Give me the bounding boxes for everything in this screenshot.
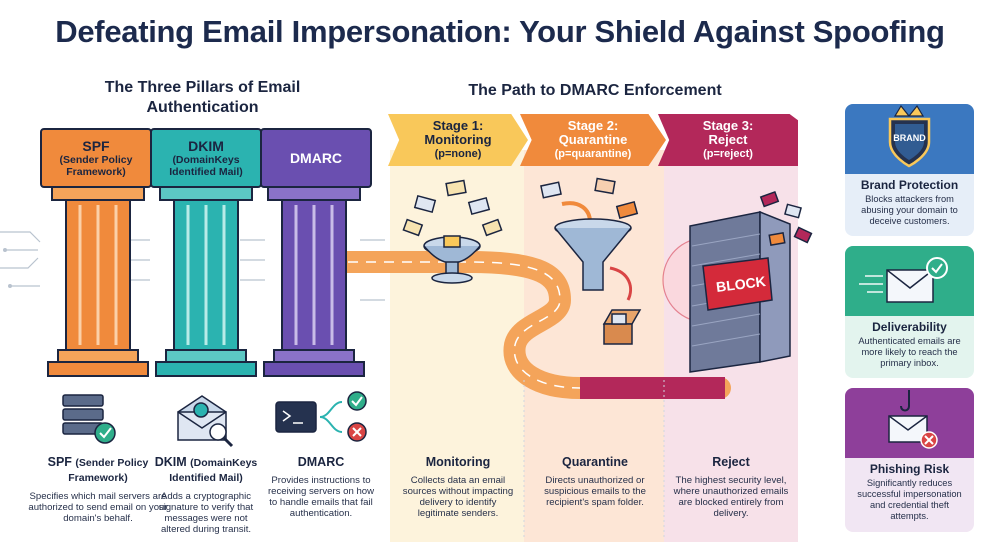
stage-name: Quarantine (558, 132, 628, 147)
description-heading: SPF (Sender Policy Framework) (47, 455, 149, 484)
stage-3-banner: Stage 3: Reject (p=reject) (658, 114, 798, 166)
pillar-name: DKIM (188, 138, 224, 154)
description-reject: Reject The highest security level, where… (668, 455, 794, 519)
description-heading: Monitoring (425, 455, 491, 469)
shield-crown-icon (888, 104, 931, 168)
stage-2-background (524, 150, 664, 542)
pillar-cap-dmarc: DMARC (260, 128, 372, 188)
description-dkim: DKIM (DomainKeys Identified Mail) Adds a… (150, 455, 262, 535)
description-monitoring: Monitoring Collects data an email source… (398, 455, 518, 519)
description-quarantine: Quarantine Directs unauthorized or suspi… (532, 455, 658, 508)
pillars-heading: The Three Pillars of Email Authenticatio… (104, 79, 301, 116)
description-heading: DKIM (DomainKeys Identified Mail) (154, 455, 258, 484)
stage-policy: (p=quarantine) (554, 148, 632, 160)
card-title: Phishing Risk (869, 462, 950, 476)
enforcement-path (319, 251, 731, 399)
description-body: Provides instructions to receiving serve… (267, 475, 375, 519)
description-dmarc: DMARC Provides instructions to receiving… (264, 455, 378, 519)
description-heading: DMARC (297, 455, 345, 469)
stage-policy: (p=none) (434, 148, 482, 160)
pillar-cap-dkim: DKIM (DomainKeys Identified Mail) (150, 128, 262, 188)
spf-pillar (47, 185, 149, 377)
card-header (845, 246, 974, 316)
stage-2-banner: Stage 2: Quarantine (p=quarantine) (520, 114, 666, 166)
reject-wall-illustration (662, 190, 813, 373)
pillar-name: SPF (82, 138, 110, 154)
pillar-name: DMARC (289, 150, 343, 166)
card-body: Blocks attackers from abusing your domai… (861, 194, 958, 226)
phishing-hook-icon (888, 390, 938, 449)
card-body: Significantly reduces successful imperso… (857, 478, 962, 521)
card-brand-protection: BRAND Brand Protection Blocks attackers … (845, 104, 974, 236)
brand-shield-label: BRAND (893, 133, 926, 143)
card-header: BRAND (845, 104, 974, 174)
card-phishing-risk: Phishing Risk Significantly reduces succ… (845, 388, 974, 532)
stage-name: Reject (708, 132, 748, 147)
description-heading: Quarantine (562, 455, 628, 469)
description-body: Specifies which mail servers are authori… (28, 491, 168, 524)
card-deliverability: Deliverability Authenticated emails are … (845, 246, 974, 378)
card-title: Brand Protection (860, 178, 959, 192)
description-heading: Reject (712, 455, 750, 469)
card-body: Authenticated emails are more likely to … (858, 336, 961, 368)
description-body: Adds a cryptographic signature to verify… (158, 491, 254, 535)
monitoring-bowl-illustration (402, 179, 503, 284)
stage-label: Stage 3: (702, 118, 754, 133)
page-title: Defeating Email Impersonation: Your Shie… (55, 14, 945, 49)
description-spf: SPF (Sender Policy Framework) Specifies … (28, 455, 168, 524)
pillar-sub: (DomainKeys Identified Mail) (169, 154, 243, 178)
stage-label: Stage 1: (432, 118, 484, 133)
terminal-icon (275, 391, 367, 442)
signed-envelope-icon (177, 395, 234, 448)
description-body: The highest security level, where unauth… (673, 475, 789, 519)
stage-1-background (390, 150, 524, 542)
description-body: Collects data an email sources without i… (402, 475, 514, 519)
card-header (845, 388, 974, 458)
circuit-lines (0, 231, 385, 301)
card-title: Deliverability (872, 320, 947, 334)
quarantine-funnel-illustration (540, 177, 642, 345)
dmarc-pillar (263, 185, 365, 377)
stage-name: Monitoring (424, 132, 492, 147)
path-heading: The Path to DMARC Enforcement (468, 82, 722, 99)
server-icon (62, 394, 116, 444)
pillar-sub: (Sender Policy Framework) (59, 154, 133, 178)
pillar-cap-spf: SPF (Sender Policy Framework) (40, 128, 152, 188)
dkim-pillar (155, 185, 257, 377)
description-body: Directs unauthorized or suspicious email… (544, 475, 646, 508)
stage-policy: (p=reject) (703, 148, 753, 160)
stage-1-banner: Stage 1: Monitoring (p=none) (388, 114, 528, 166)
envelope-check-icon (859, 257, 948, 303)
stage-label: Stage 2: (567, 118, 619, 133)
